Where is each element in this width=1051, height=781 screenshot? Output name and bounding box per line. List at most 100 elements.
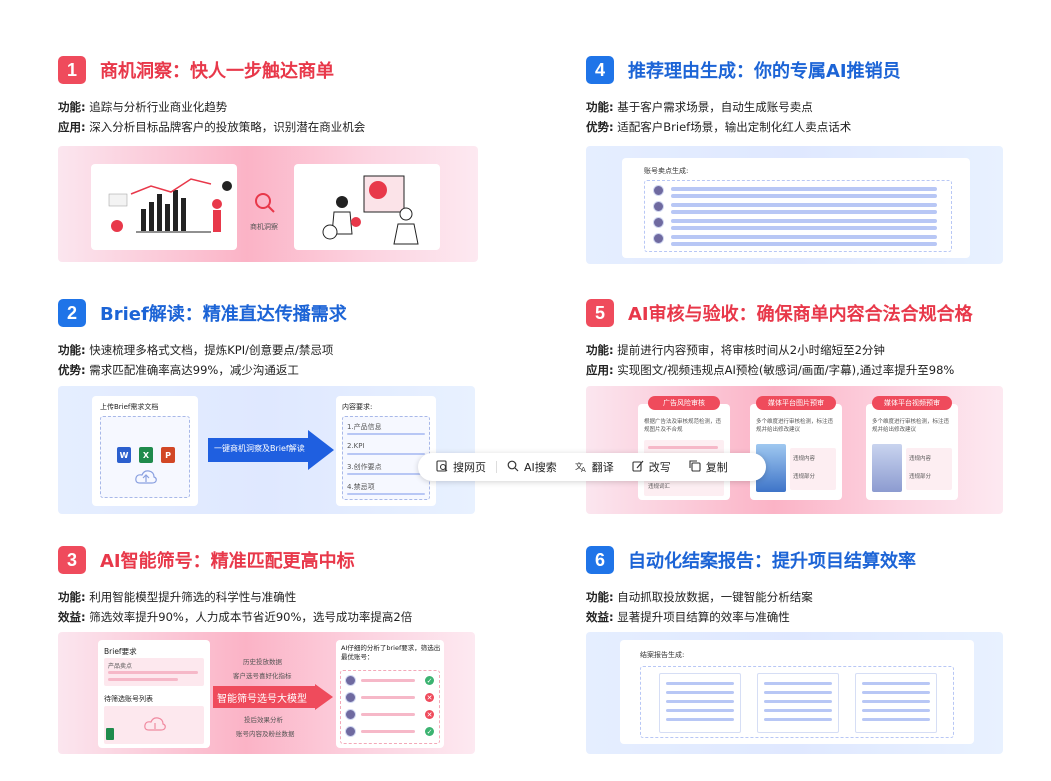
arrow-label: 一键商机洞察及Brief解读 [214, 444, 305, 453]
process-arrow: 一键商机洞察及Brief解读 [208, 430, 334, 470]
selling-point-panel: 账号卖点生成: [622, 158, 970, 258]
model-output: 账号内容及粉丝数据 [236, 730, 295, 738]
line-text: 适配客户Brief场景，输出定制化红人卖点话术 [617, 120, 852, 134]
requirements-list: 1.产品信息 2.KPI 3.创作要点 4.禁忌项 [342, 416, 430, 500]
line-label: 功能: [58, 343, 86, 357]
avatar [345, 726, 356, 737]
pending-list-box[interactable] [104, 706, 204, 744]
copy-button[interactable]: 复制 [681, 456, 736, 478]
card-text: 根据广告法及审核规范检测，违规图片及不合规 [644, 419, 722, 433]
section-title: 5 AI审核与验收：确保商单内容合法合规合格 [586, 298, 1006, 328]
line-text: 快速梳理多格式文档，提炼KPI/创意要点/禁忌项 [89, 343, 334, 357]
panel-label: 账号卖点生成: [644, 167, 689, 175]
requirement-item: 2.KPI [347, 442, 365, 450]
analytics-illustration [108, 178, 232, 233]
section-description: 功能: 提前进行内容预审，将审核时间从2小时缩短至2分钟 应用: 实现图文/视频… [586, 340, 1006, 380]
report-pages [640, 666, 954, 738]
web-search-icon [436, 459, 448, 475]
section-closing-report: 6 自动化结案报告：提升项目结算效率 功能: 自动抓取投放数据，一键智能分析结案… [586, 545, 1006, 627]
team-illustration [322, 175, 419, 245]
rewrite-label: 改写 [648, 461, 671, 474]
team-illustration-card [294, 164, 440, 250]
section-heading: Brief解读：精准直达传播需求 [100, 304, 347, 325]
banner-recommendation: 账号卖点生成: [586, 146, 1003, 264]
svg-text:文: 文 [575, 461, 583, 471]
search-icon [254, 192, 276, 218]
image-review-card: 媒体平台图片预审 多个维度进行审核检测，标注违规并给出修改建议 违规内容 违规部… [750, 396, 842, 500]
translate-label: 翻译 [591, 461, 614, 474]
section-ai-review: 5 AI审核与验收：确保商单内容合法合规合格 功能: 提前进行内容预审，将审核时… [586, 298, 1006, 380]
tag: 违规内容 [909, 456, 932, 462]
tag: 违规词汇 [648, 484, 671, 490]
card-title: 广告风险审核 [648, 396, 720, 410]
model-output: 投后效果分析 [244, 716, 283, 724]
pending-list-label: 待筛选账号列表 [104, 695, 153, 703]
upload-dropzone[interactable]: W X P [100, 416, 190, 498]
requirements-card: 内容要求: 1.产品信息 2.KPI 3.创作要点 4.禁忌项 [336, 396, 436, 506]
brief-sub: 产品卖点 [108, 663, 133, 670]
excel-icon: X [139, 447, 153, 463]
section-number: 2 [58, 299, 86, 327]
section-heading: AI智能筛号：精准匹配更高中标 [100, 551, 355, 572]
section-heading: AI审核与验收：确保商单内容合法合规合格 [628, 304, 973, 325]
avatar [345, 709, 356, 720]
section-number: 5 [586, 299, 614, 327]
search-web-button[interactable]: 搜网页 [428, 456, 494, 478]
excel-icon [106, 728, 114, 740]
cross-icon: ✕ [425, 693, 434, 702]
tag: 违规内容 [793, 456, 816, 462]
line-label: 优势: [58, 363, 86, 377]
line-label: 应用: [586, 363, 614, 377]
model-arrow: 智能筛号选号大模型 [213, 684, 333, 710]
check-icon: ✓ [425, 727, 434, 736]
report-panel: 结案报告生成: [620, 640, 974, 744]
card-title: 媒体平台视频预审 [872, 396, 952, 410]
section-title: 1 商机洞察：快人一步触达商单 [58, 55, 478, 85]
section-title: 6 自动化结案报告：提升项目结算效率 [586, 545, 1006, 575]
copy-icon [689, 459, 701, 475]
line-label: 功能: [586, 590, 614, 604]
line-label: 功能: [58, 100, 86, 114]
requirement-item: 4.禁忌项 [347, 483, 375, 491]
selling-point-list [644, 180, 952, 252]
rewrite-button[interactable]: 改写 [624, 456, 679, 478]
section-title: 4 推荐理由生成：你的专属AI推销员 [586, 55, 1006, 85]
report-page [757, 673, 839, 733]
card-text: 多个维度进行审核检测，标注违规并给出修改建议 [872, 419, 950, 433]
model-label: 智能筛号选号大模型 [217, 694, 307, 705]
search-icon [507, 460, 519, 475]
tag: 违规部分 [793, 474, 816, 480]
avatar [345, 675, 356, 686]
ai-search-button[interactable]: AI搜索 [499, 456, 565, 478]
ppt-icon: P [161, 447, 175, 463]
section-heading: 商机洞察：快人一步触达商单 [100, 61, 334, 82]
line-label: 应用: [58, 120, 86, 134]
line-text: 自动抓取投放数据，一键智能分析结案 [617, 590, 813, 604]
line-text: 追踪与分析行业商业化趋势 [89, 100, 228, 114]
banner-business-insight: 商机洞察 [58, 146, 478, 262]
section-number: 1 [58, 56, 86, 84]
ai-search-label: AI搜索 [524, 461, 557, 474]
section-heading: 自动化结案报告：提升项目结算效率 [628, 551, 916, 572]
video-review-card: 媒体平台视频预审 多个维度进行审核检测，标注违规并给出修改建议 违规内容 违规部… [866, 396, 958, 500]
line-label: 功能: [58, 590, 86, 604]
section-number: 4 [586, 56, 614, 84]
upload-label: 上传Brief需求文档 [100, 403, 159, 411]
line-text: 筛选效率提升90%，人力成本节省近90%，选号成功率提高2倍 [89, 610, 413, 624]
section-description: 功能: 快速梳理多格式文档，提炼KPI/创意要点/禁忌项 优势: 需求匹配准确率… [58, 340, 478, 380]
panel-label: 结案报告生成: [640, 651, 685, 659]
upload-card: 上传Brief需求文档 W X P [92, 396, 198, 506]
tag: 违规部分 [909, 474, 932, 480]
line-text: 需求匹配准确率高达99%，减少沟通返工 [89, 363, 299, 377]
cloud-upload-icon [144, 716, 166, 736]
section-description: 功能: 自动抓取投放数据，一键智能分析结案 效益: 显著提升项目结算的效率与准确… [586, 587, 1006, 627]
banner-ai-review: 广告风险审核 根据广告法及审核规范检测，违规图片及不合规 违规词汇 媒体平台图片… [586, 386, 1003, 514]
report-page [855, 673, 937, 733]
word-icon: W [117, 447, 131, 463]
requirement-item: 1.产品信息 [347, 423, 382, 431]
chart-illustration-card [91, 164, 237, 250]
